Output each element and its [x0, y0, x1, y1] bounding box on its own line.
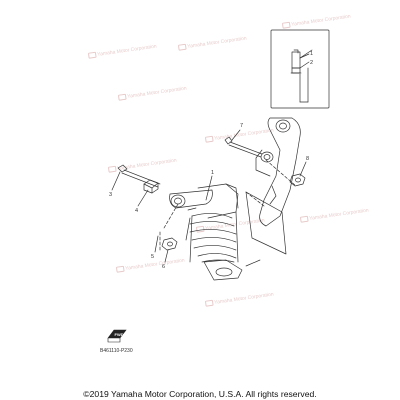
- callout-6: 6: [162, 264, 165, 270]
- callout-5: 5: [151, 254, 154, 260]
- leader-1: [205, 175, 213, 201]
- callout-2-inset: 2: [310, 60, 313, 66]
- leader-3: [111, 171, 121, 191]
- inset-leader-2: [299, 61, 310, 69]
- nut-6: [161, 237, 178, 251]
- callout-3: 3: [109, 192, 112, 198]
- collar-4: [143, 179, 159, 194]
- leader-7: [231, 129, 241, 141]
- relay-arm: [255, 117, 301, 227]
- leader-6: [164, 249, 169, 263]
- callout-7: 7: [240, 123, 243, 129]
- bolt-7: [224, 136, 263, 158]
- fwd-direction-icon: FWD: [107, 329, 127, 343]
- guide-line: [245, 191, 265, 207]
- guide-line: [163, 203, 179, 229]
- bolt-3: [117, 164, 161, 188]
- leader-4: [137, 189, 149, 207]
- inset-box: [270, 29, 330, 109]
- leader-5: [154, 235, 159, 253]
- rear-shock-absorber: [169, 183, 287, 281]
- fwd-label: FWD: [115, 332, 124, 337]
- copyright-footer: ©2019 Yamaha Motor Corporation, U.S.A. A…: [83, 389, 317, 399]
- callout-1-inset: 1: [310, 51, 313, 57]
- callout-8: 8: [306, 156, 309, 162]
- guide-line: [265, 159, 297, 187]
- inset-leader-1: [299, 53, 310, 59]
- callout-4: 4: [135, 208, 138, 214]
- nut-8: [289, 173, 306, 187]
- inset-shock-detail: [290, 49, 313, 103]
- reference-code: B461110-P230: [100, 348, 133, 354]
- callout-1: 1: [211, 170, 214, 176]
- leader-8: [299, 161, 307, 177]
